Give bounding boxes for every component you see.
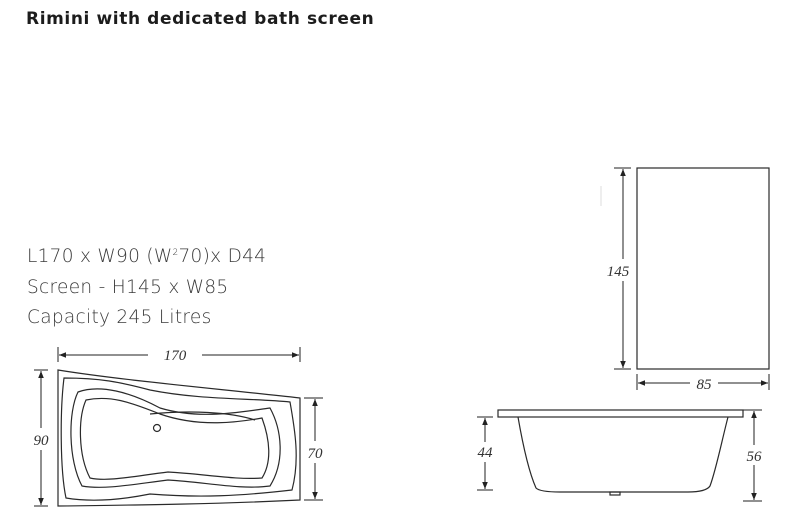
spec-dimensions-start: L170 x W90 (W <box>27 246 173 267</box>
bath-basin-inner <box>79 397 270 480</box>
overall-depth-label: 56 <box>747 449 763 465</box>
bath-side-view <box>497 409 744 496</box>
width-label: 90 <box>34 433 50 449</box>
spec-capacity: Capacity 245 Litres <box>27 307 212 328</box>
spec-dimensions-end: 70)x D44 <box>178 246 267 267</box>
screen-height-label: 145 <box>607 264 630 280</box>
screen-width-label: 85 <box>697 377 713 393</box>
bath-rim-inner <box>60 377 297 501</box>
length-label: 170 <box>164 348 187 364</box>
spec-dimensions: L170 x W90 (W270)x D44 <box>27 246 266 267</box>
bath-outline <box>57 369 301 507</box>
bath-basin <box>70 388 281 488</box>
bath-body <box>517 416 729 493</box>
bath-top-view <box>57 369 301 507</box>
bath-rim <box>497 409 744 418</box>
spec-dimensions-superscript: 2 <box>172 248 179 258</box>
spec-screen: Screen - H145 x W85 <box>27 277 229 298</box>
depth-label: 44 <box>478 445 494 461</box>
bath-screen <box>636 167 770 370</box>
page-title: Rimini with dedicated bath screen <box>26 9 375 29</box>
bath-channel <box>149 411 256 421</box>
bath-foot <box>609 491 621 496</box>
narrow-width-label: 70 <box>308 446 324 462</box>
drain-icon <box>152 423 162 433</box>
